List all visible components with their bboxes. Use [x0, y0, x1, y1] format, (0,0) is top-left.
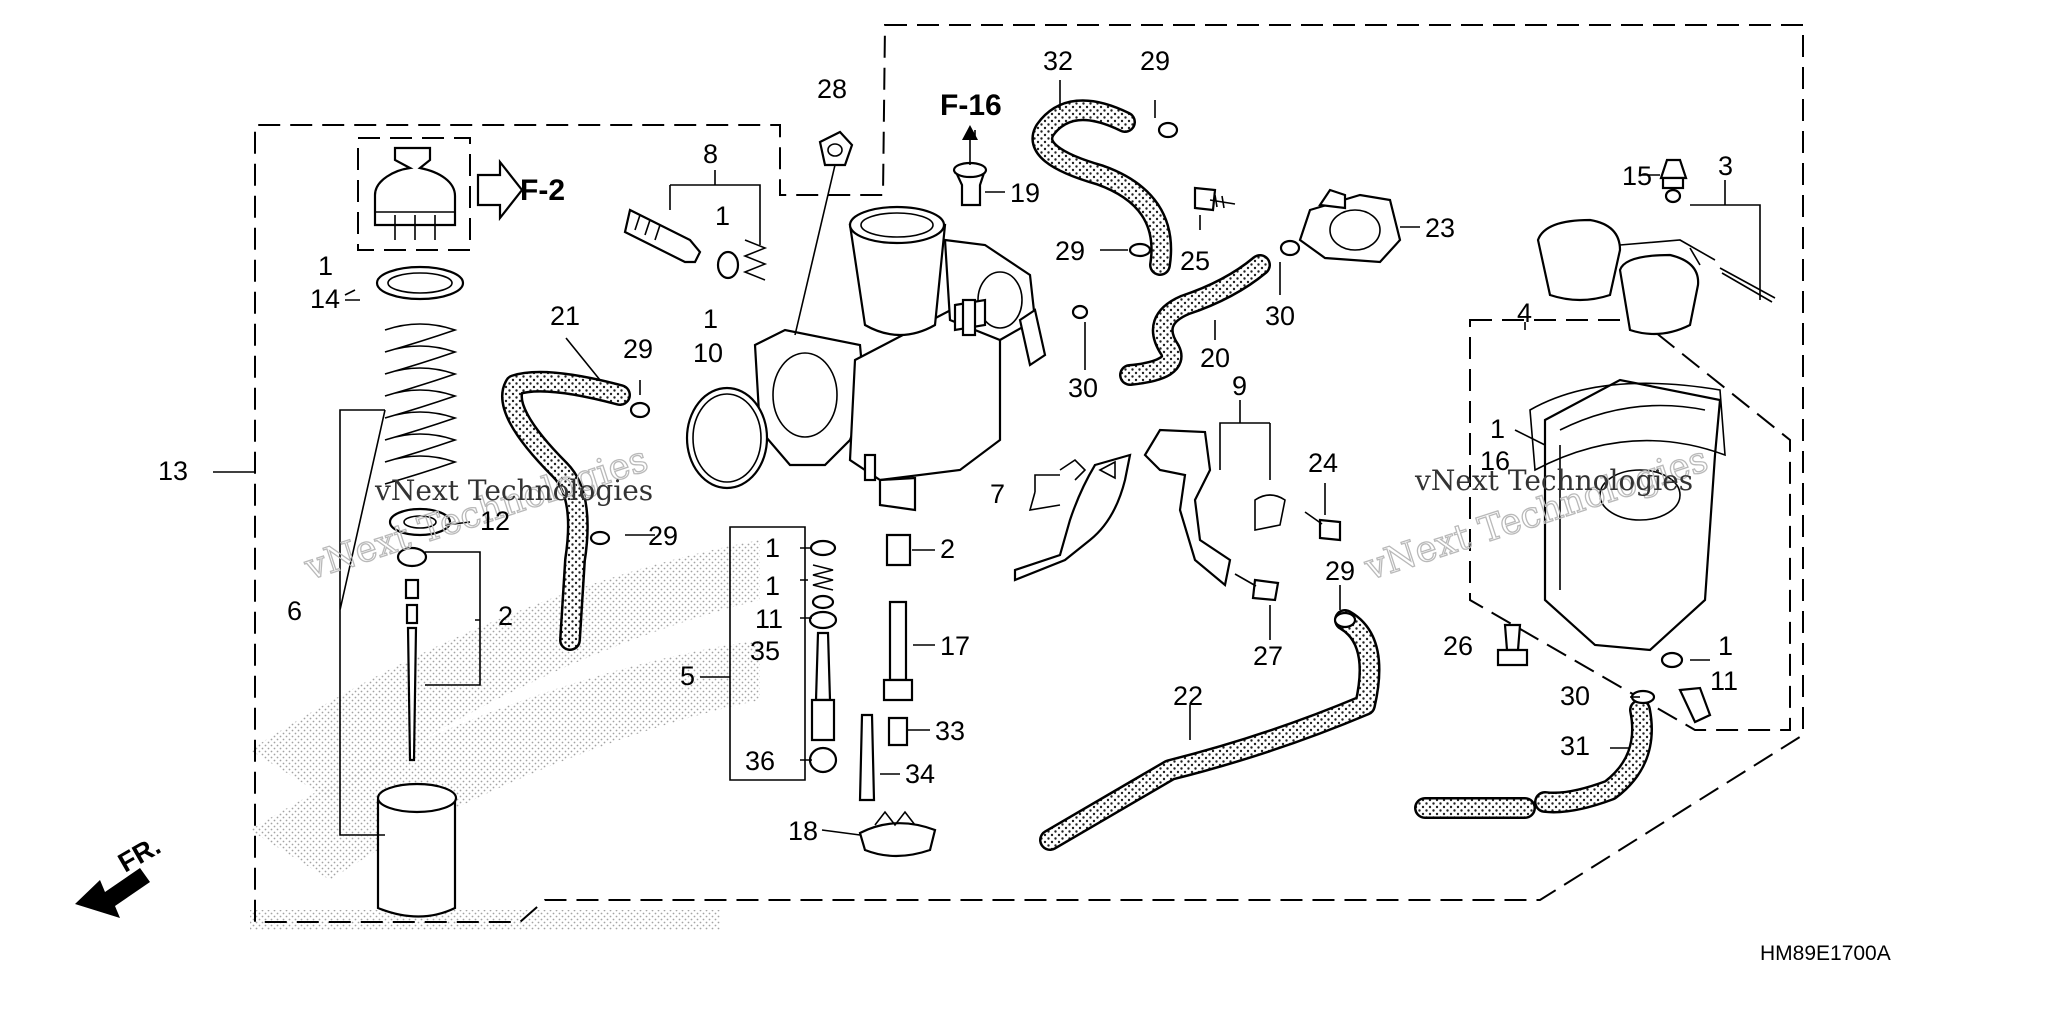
callout-7: 7: [990, 479, 1005, 509]
callout-3: 3: [1718, 151, 1733, 181]
screw-24: [1304, 511, 1342, 542]
jet-parts-column: [808, 539, 838, 774]
callout-29: 29: [648, 521, 678, 551]
insulator-o-ring: [685, 386, 769, 490]
cap-gasket: [375, 265, 465, 301]
front-arrow-label: FR.: [113, 830, 166, 878]
callout-10: 10: [693, 338, 723, 368]
callout-30: 30: [1068, 373, 1098, 403]
ref-label-f16: F-16: [940, 89, 1002, 122]
hose-32: [1031, 99, 1173, 276]
carburetor-body: [753, 205, 1047, 512]
callout-29: 29: [623, 334, 653, 364]
watermark-overlay-left: vNext Technologies: [374, 474, 653, 507]
fuel-cut-valve-23: [1298, 188, 1402, 264]
callout-numbers: 1 14 13 12 6 2 8 1 28 21 29 1 10 29 1 1 …: [158, 46, 1738, 846]
callout-36: 36: [745, 746, 775, 776]
watermark-overlay-right: vNext Technologies: [1414, 464, 1693, 497]
bracket-9: [1143, 428, 1286, 588]
callout-29: 29: [1325, 556, 1355, 586]
callout-1: 1: [703, 304, 718, 334]
callout-1: 1: [1718, 631, 1733, 661]
callout-22: 22: [1173, 681, 1203, 711]
callout-1: 1: [765, 571, 780, 601]
callout-32: 32: [1043, 46, 1073, 76]
callout-25: 25: [1180, 246, 1210, 276]
callout-29: 29: [1055, 236, 1085, 266]
hose-21: [501, 370, 631, 651]
callout-27: 27: [1253, 641, 1283, 671]
carburetor-top-cap: [373, 146, 457, 240]
plug-cap-28: [818, 130, 854, 167]
callout-5: 5: [680, 661, 695, 691]
throttle-valve: [376, 782, 458, 918]
throttle-valve-spring: [384, 323, 458, 485]
callout-11: 11: [1710, 666, 1738, 696]
hose-22: [1039, 609, 1381, 851]
front-arrow-icon: [75, 868, 150, 918]
callout-1: 1: [765, 533, 780, 563]
callout-11: 11: [755, 604, 783, 634]
callout-16: 16: [1480, 446, 1510, 476]
background-wing-logo: [250, 540, 760, 930]
callout-21: 21: [550, 301, 580, 331]
f16-up-arrow-icon: [962, 125, 978, 165]
callout-26: 26: [1443, 631, 1473, 661]
callout-18: 18: [788, 816, 818, 846]
jet-holder-18: [858, 810, 937, 858]
drain-screw-set: [1660, 651, 1712, 724]
callout-6: 6: [287, 596, 302, 626]
callout-13: 13: [158, 456, 188, 486]
bolt-25: [1193, 186, 1236, 212]
callout-9: 9: [1232, 371, 1247, 401]
callout-23: 23: [1425, 213, 1455, 243]
callout-12: 12: [480, 506, 510, 536]
callout-30: 30: [1560, 681, 1590, 711]
hose-joint-19: [952, 161, 988, 207]
jet-parts-right: [858, 533, 914, 802]
callout-19: 19: [1010, 178, 1040, 208]
callout-17: 17: [940, 631, 970, 661]
screw-27: [1234, 573, 1280, 602]
callout-14: 14: [310, 284, 340, 314]
callout-28: 28: [817, 74, 847, 104]
leader-lines: [213, 80, 1761, 836]
float-3: [1536, 218, 1776, 336]
callout-30: 30: [1265, 301, 1295, 331]
callout-31: 31: [1560, 731, 1590, 761]
callout-1: 1: [1490, 414, 1505, 444]
throttle-arm-7: [1013, 453, 1132, 582]
hose-20: [1119, 254, 1271, 386]
screw-26: [1496, 623, 1529, 667]
callout-1: 1: [715, 201, 730, 231]
callout-33: 33: [935, 716, 965, 746]
spring-seat: [388, 507, 452, 537]
ref-label-f2: F-2: [520, 174, 565, 207]
callout-8: 8: [703, 139, 718, 169]
callout-29: 29: [1140, 46, 1170, 76]
callout-4: 4: [1517, 298, 1532, 328]
drawing-code: HM89E1700A: [1760, 942, 1891, 965]
callout-34: 34: [905, 759, 935, 789]
float-15-valve: [1659, 158, 1688, 204]
hose-clips: [589, 121, 1656, 705]
watermark-text-left: vNext Technologies: [299, 439, 653, 589]
pilot-screw-set: [623, 208, 768, 281]
callout-24: 24: [1308, 448, 1338, 478]
float-chamber-4: [1529, 378, 1726, 652]
callout-20: 20: [1200, 343, 1230, 373]
callout-35: 35: [750, 636, 780, 666]
callout-2: 2: [498, 601, 513, 631]
callout-1: 1: [318, 251, 333, 281]
jet-needle: [406, 626, 418, 762]
callout-2: 2: [940, 534, 955, 564]
callout-15: 15: [1622, 161, 1652, 191]
needle-clip-set: [396, 546, 428, 625]
f2-reference-arrow: [476, 158, 524, 222]
hose-31: [1414, 699, 1653, 819]
